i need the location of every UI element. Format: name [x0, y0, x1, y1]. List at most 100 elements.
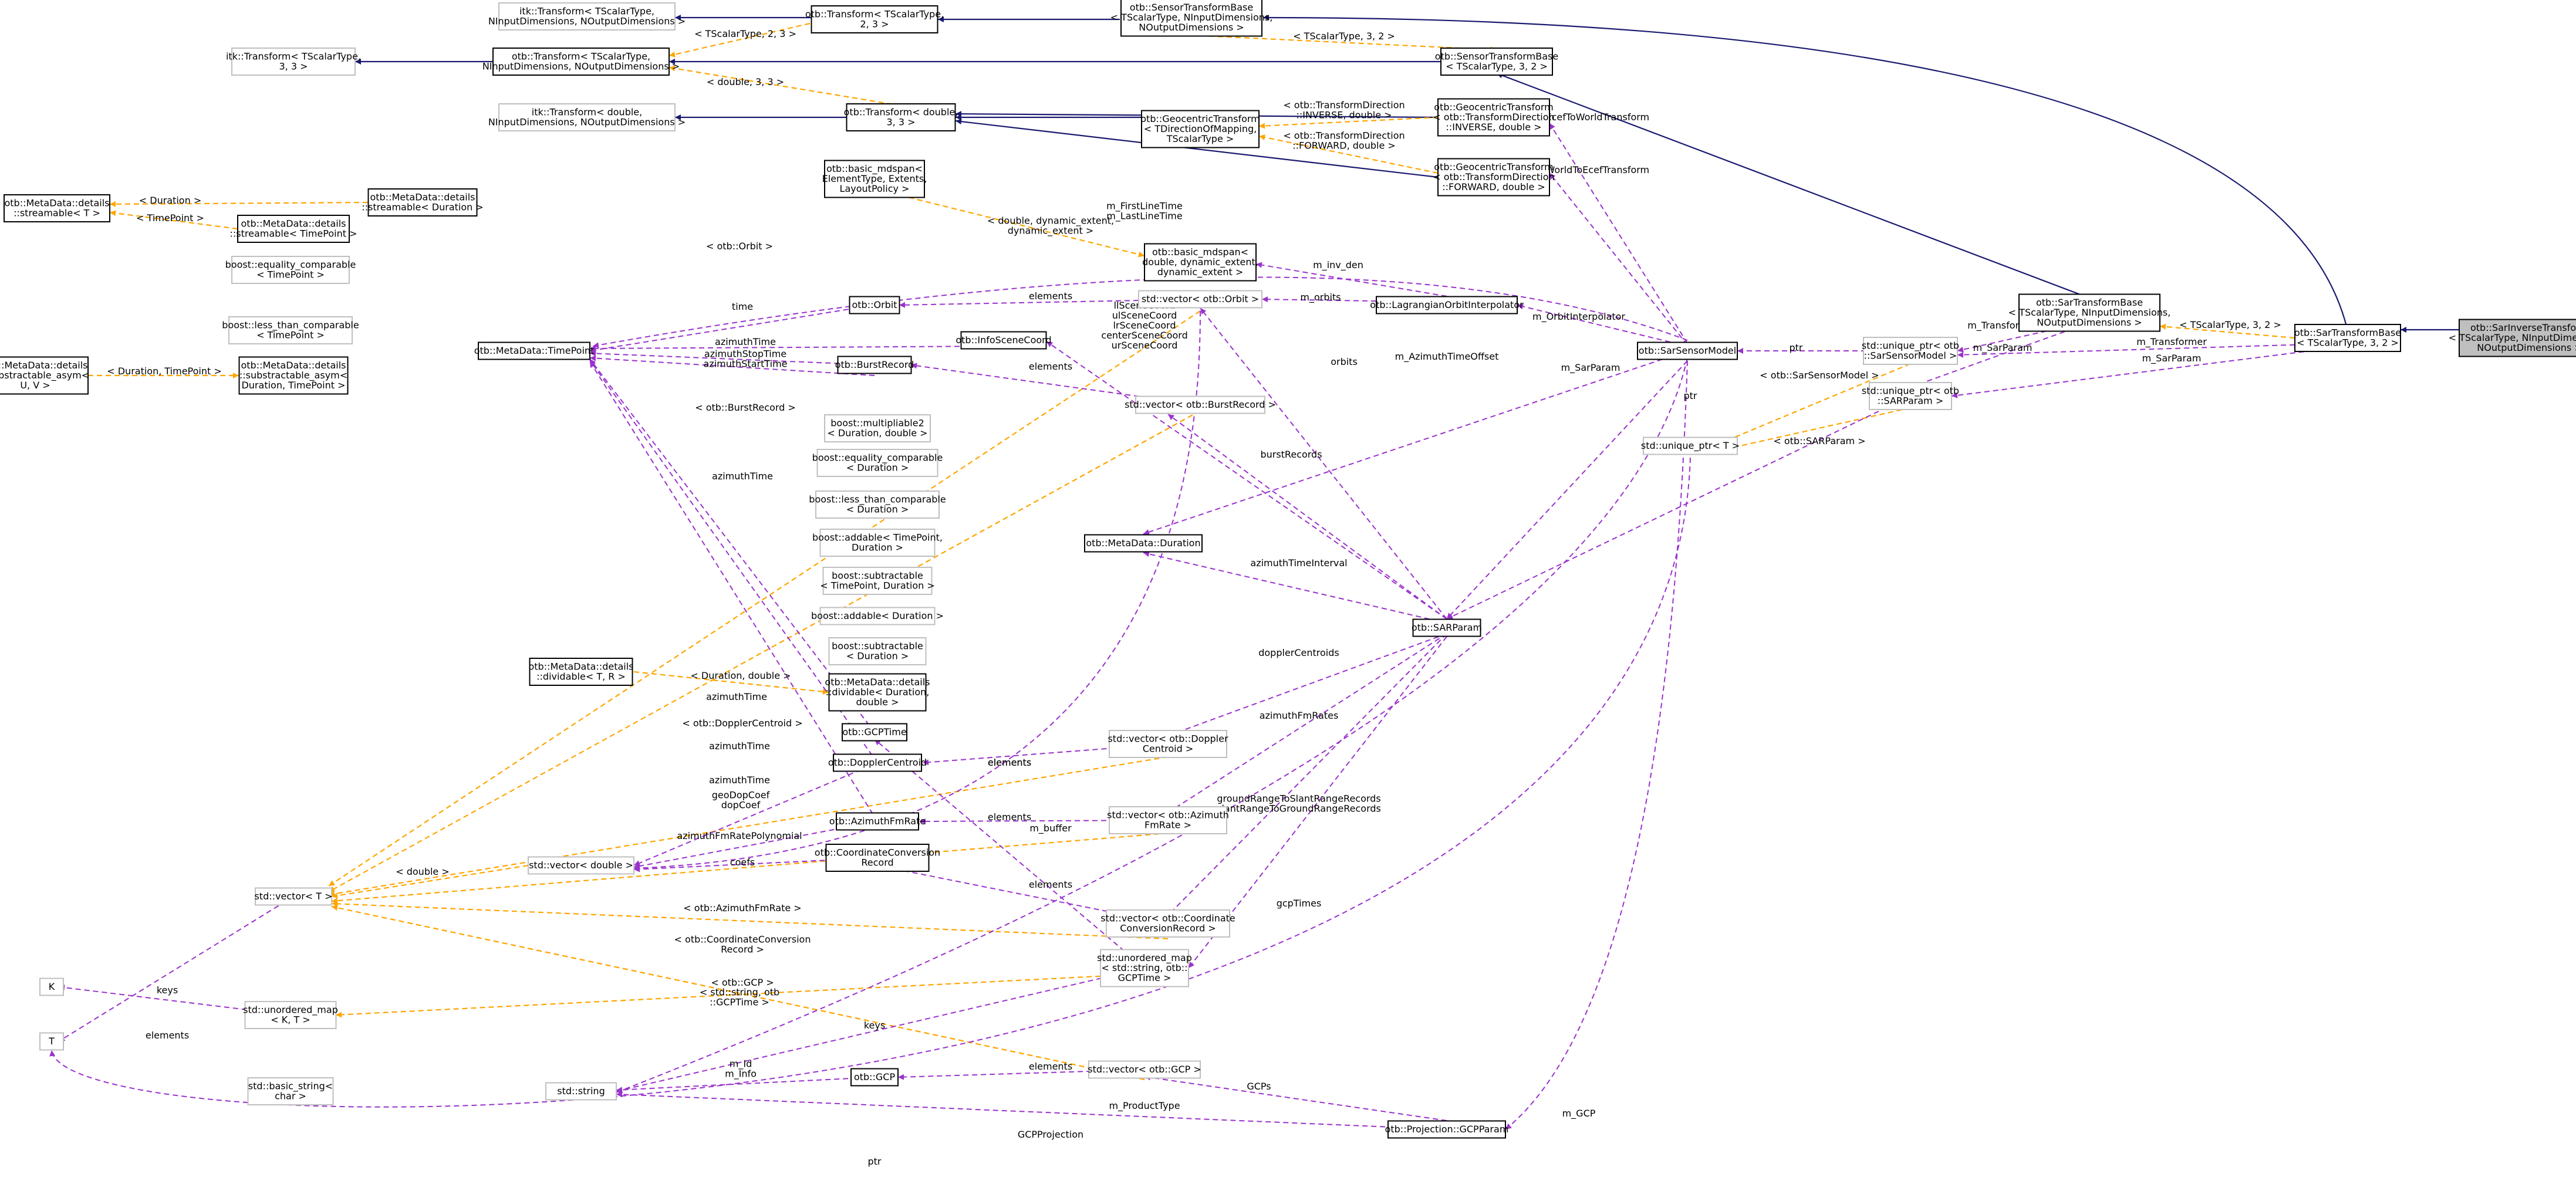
class-node-itk-transform-double[interactable]: itk::Transform< double,NInputDimensions,… — [488, 103, 686, 131]
class-node-otb-transform-23[interactable]: otb::Transform< TScalarType,2, 3 > — [805, 5, 944, 33]
svg-text:dynamic_extent >: dynamic_extent > — [1157, 266, 1243, 278]
class-node-K[interactable]: K — [39, 977, 64, 996]
class-node-geo-inverse[interactable]: otb::GeocentricTransform< otb::Transform… — [1433, 98, 1555, 137]
svg-text:< otb::GCP >: < otb::GCP > — [711, 977, 774, 988]
node-box — [255, 887, 332, 906]
class-node-sarparam[interactable]: otb::SARParam — [1412, 618, 1482, 637]
class-node-vec-double[interactable]: std::vector< double > — [528, 856, 634, 875]
class-node-sub-dur[interactable]: boost::subtractable< Duration > — [828, 637, 927, 665]
class-node-itk-transform-23[interactable]: itk::Transform< TScalarType,NInputDimens… — [488, 2, 686, 31]
class-node-sarbase-generic[interactable]: otb::SarTransformBase< TScalarType, NInp… — [2008, 293, 2171, 332]
svg-text:otb::BurstRecord: otb::BurstRecord — [835, 359, 914, 370]
class-node-lt-tp[interactable]: boost::less_than_comparable< TimePoint > — [222, 316, 359, 344]
class-node-vec-doppler[interactable]: std::vector< otb::DopplerCentroid > — [1108, 730, 1228, 758]
edge-label-tpl-33: < double, 3, 3 > — [707, 76, 784, 87]
svg-text:< otb::AzimuthFmRate >: < otb::AzimuthFmRate > — [683, 902, 801, 914]
class-node-sensor-tb-32[interactable]: otb::SensorTransformBase< TScalarType, 3… — [1435, 48, 1558, 76]
svg-text:< Duration >: < Duration > — [846, 462, 909, 473]
worldecef-edge — [1549, 172, 1688, 346]
class-node-string[interactable]: std::string — [545, 1082, 617, 1101]
class-node-timepoint[interactable]: otb::MetaData::TimePoint — [474, 341, 595, 360]
svg-text:boost::less_than_comparable: boost::less_than_comparable — [222, 320, 359, 331]
class-node-add-tpd[interactable]: boost::addable< TimePoint,Duration > — [812, 529, 943, 557]
azimuth-time-info-edge — [589, 345, 1004, 351]
node-box — [545, 1082, 617, 1101]
edge-label-m-sarparam-3: m_SarParam — [2142, 353, 2202, 364]
edge-label-burst-records: burstRecords — [1260, 449, 1322, 460]
class-node-eq-tp[interactable]: boost::equality_comparable< TimePoint > — [225, 256, 356, 284]
class-node-vec-gcp[interactable]: std::vector< otb::GCP > — [1088, 1060, 1201, 1079]
class-node-sensor-tb-generic[interactable]: otb::SensorTransformBase< TScalarType, N… — [1110, 0, 1273, 37]
class-node-otb-transform-double33[interactable]: otb::Transform< double,3, 3 > — [844, 103, 958, 131]
id-info-edge — [616, 1077, 875, 1093]
class-node-umap-KT[interactable]: std::unordered_map< K, T > — [243, 1001, 338, 1029]
svg-text:< TScalarType, 2, 3 >: < TScalarType, 2, 3 > — [694, 28, 796, 39]
class-node-streamable-tp[interactable]: otb::MetaData::details::streamable< Time… — [230, 215, 357, 243]
class-node-duration[interactable]: otb::MetaData::Duration — [1084, 534, 1203, 553]
elements-ccrec-edge — [877, 864, 1169, 924]
edge-label-ecef: m_EcefToWorldTransform — [1532, 111, 1649, 123]
class-node-itk-transform-33[interactable]: itk::Transform< TScalarType,3, 3 > — [226, 48, 361, 76]
class-node-uptr-T[interactable]: std::unique_ptr< T > — [1641, 437, 1740, 455]
class-node-vec-T[interactable]: std::vector< T > — [254, 887, 333, 906]
node-box — [4, 194, 110, 222]
class-node-streamable-T[interactable]: otb::MetaData::details::streamable< T > — [4, 194, 110, 222]
svg-text:< Duration >: < Duration > — [846, 504, 909, 515]
class-node-lt-dur[interactable]: boost::less_than_comparable< Duration > — [809, 490, 946, 519]
svg-text:boost::equality_comparable: boost::equality_comparable — [225, 259, 356, 271]
class-node-vec-azfm[interactable]: std::vector< otb::AzimuthFmRate > — [1107, 806, 1229, 834]
node-box — [228, 316, 353, 344]
m-gcp-edge — [1505, 360, 1688, 1130]
node-box — [960, 331, 1047, 350]
class-node-streamable-duration[interactable]: otb::MetaData::details::streamable< Dura… — [362, 188, 484, 216]
svg-text:otb::MetaData::details: otb::MetaData::details — [370, 192, 475, 203]
class-node-gcpparam[interactable]: otb::Projection::GCPParam — [1385, 1120, 1509, 1139]
class-node-otb-transform-generic[interactable]: otb::Transform< TScalarType,NInputDimens… — [482, 48, 680, 76]
class-node-vec-burst[interactable]: std::vector< otb::BurstRecord > — [1125, 395, 1276, 414]
class-node-uptr-ssm[interactable]: std::unique_ptr< otb::SarSensorModel > — [1862, 337, 1959, 365]
svg-text:m_OrbitInterpolator: m_OrbitInterpolator — [1532, 311, 1625, 323]
svg-text:m_ProductType: m_ProductType — [1109, 1100, 1180, 1112]
class-node-subasym-UV[interactable]: otb::MetaData::details::substractable_as… — [0, 356, 89, 395]
class-node-geo-forward[interactable]: otb::GeocentricTransform< otb::Transform… — [1433, 158, 1555, 197]
class-node-basic-string[interactable]: std::basic_string<char > — [247, 1077, 334, 1105]
class-node-T[interactable]: T — [39, 1032, 64, 1051]
class-node-azfm[interactable]: otb::AzimuthFmRate — [829, 812, 926, 831]
svg-text:boost::subtractable: boost::subtractable — [832, 641, 923, 652]
class-node-vec-ccrec[interactable]: std::vector< otb::CoordinateConversionRe… — [1100, 909, 1235, 938]
svg-text:otb::Orbit: otb::Orbit — [852, 299, 897, 310]
svg-text:Record >: Record > — [721, 944, 764, 955]
class-node-subasym-dt[interactable]: otb::MetaData::details::substractable_as… — [238, 356, 349, 395]
class-node-eq-dur[interactable]: boost::equality_comparable< Duration > — [812, 449, 943, 477]
svg-text:otb::GeocentricTransform: otb::GeocentricTransform — [1434, 161, 1554, 172]
class-node-gcp[interactable]: otb::GCP — [850, 1068, 899, 1087]
class-node-mdspan-double[interactable]: otb::basic_mdspan<double, dynamic_extent… — [1142, 243, 1258, 282]
svg-text:::dividable< Duration,: ::dividable< Duration, — [826, 686, 930, 698]
class-node-lagrange[interactable]: otb::LagrangianOrbitInterpolator — [1370, 296, 1524, 314]
class-node-umap-gcp[interactable]: std::unordered_map< std::string, otb::GC… — [1097, 949, 1192, 987]
class-node-sarsensor[interactable]: otb::SarSensorModel — [1637, 341, 1738, 360]
class-node-orbit[interactable]: otb::Orbit — [849, 296, 900, 314]
svg-text:TScalarType >: TScalarType > — [1166, 133, 1234, 144]
class-node-sub-tpd[interactable]: boost::subtractable< TimePoint, Duration… — [820, 567, 935, 595]
edge-label-tpl-23: < TScalarType, 2, 3 > — [694, 28, 796, 39]
class-node-mult-dd[interactable]: boost::multipliable2< Duration, double > — [824, 414, 931, 442]
class-node-doppler[interactable]: otb::DopplerCentroid — [828, 753, 927, 772]
class-node-divisible-TR[interactable]: otb::MetaData::details::dividable< T, R … — [528, 658, 634, 686]
svg-text:keys: keys — [864, 1020, 885, 1031]
class-node-geo-tpl[interactable]: otb::GeocentricTransform< TDirectionOfMa… — [1140, 110, 1260, 148]
class-node-vec-orbit[interactable]: std::vector< otb::Orbit > — [1138, 290, 1262, 309]
class-node-mdspan-tpl[interactable]: otb::basic_mdspan<ElementType, Extents,L… — [822, 160, 927, 198]
node-box — [824, 414, 931, 442]
class-node-burst[interactable]: otb::BurstRecord — [835, 356, 914, 374]
class-node-infosc[interactable]: otb::InfoSceneCoord — [956, 331, 1052, 350]
node-box — [1387, 1120, 1506, 1139]
class-node-add-dur[interactable]: boost::addable< Duration > — [811, 607, 944, 625]
class-node-sarbase-32[interactable]: otb::SarTransformBase< TScalarType, 3, 2… — [2294, 324, 2401, 352]
class-node-divisible-dd[interactable]: otb::MetaData::details::dividable< Durat… — [825, 673, 930, 712]
class-node-uptr-sarp[interactable]: std::unique_ptr< otb::SARParam > — [1862, 382, 1959, 410]
node-box — [811, 5, 938, 33]
class-node-gcptime[interactable]: otb::GCPTime — [842, 723, 907, 742]
